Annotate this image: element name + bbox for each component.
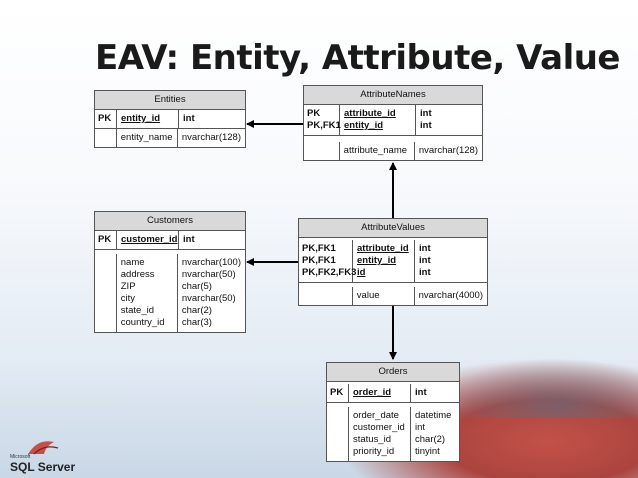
column-type: int (420, 108, 432, 119)
column-type: nvarchar(128) (181, 132, 241, 143)
column-type: tinyint (415, 446, 440, 457)
column-name: entity_id (121, 113, 161, 124)
column-name: name (120, 257, 145, 268)
column-name: attribute_name (343, 145, 408, 156)
column-type: nvarchar(50) (181, 269, 236, 280)
column-name: attribute_id (344, 108, 396, 119)
table-entities: Entities PK entity_id int entity_name nv… (94, 90, 246, 148)
attr-section: name address ZIP city state_id country_i… (95, 249, 245, 332)
key-label: PK,FK1 (302, 243, 336, 254)
attr-section: value nvarchar(4000) (299, 282, 487, 305)
column-name: city (120, 293, 135, 304)
key-label: PK,FK1 (307, 120, 341, 131)
pk-section: PK customer_id int (95, 231, 245, 249)
attr-section: entity_name nvarchar(128) (95, 128, 245, 147)
attr-section: order_date customer_id status_id priorit… (327, 402, 459, 461)
pk-section: PK order_id int (327, 382, 459, 402)
column-type: int (415, 422, 426, 433)
key-label: PK (307, 108, 321, 119)
column-type: int (415, 387, 427, 398)
column-type: datetime (415, 410, 452, 421)
sql-server-logo: Microsoft SQL Server (6, 436, 75, 476)
column-type: nvarchar(100) (181, 257, 241, 268)
column-type: char(3) (181, 317, 212, 328)
column-type: char(2) (181, 305, 212, 316)
pk-section: PK PK,FK1 attribute_id entity_id int int (304, 105, 482, 135)
logo-product: SQL Server (10, 460, 76, 474)
column-name: address (120, 269, 155, 280)
column-name: country_id (120, 317, 165, 328)
sql-server-emblem-icon (28, 441, 59, 455)
table-header: Entities (95, 91, 245, 110)
column-type: int (419, 255, 431, 266)
key-label: PK (98, 234, 112, 245)
background-car-window (438, 358, 638, 418)
column-name: ZIP (120, 281, 136, 292)
table-header: Customers (95, 212, 245, 231)
logo-brand: Microsoft (10, 454, 31, 460)
column-type: int (419, 243, 431, 254)
table-attributenames: AttributeNames PK PK,FK1 attribute_id en… (303, 85, 483, 161)
pk-section: PK,FK1 PK,FK1 PK,FK2,FK3 attribute_id en… (299, 238, 487, 282)
key-label: PK,FK1 (302, 255, 336, 266)
column-name: entity_name (120, 132, 173, 143)
column-name: state_id (120, 305, 155, 316)
column-type: char(2) (415, 434, 446, 445)
column-name: customer_id (121, 234, 178, 245)
column-name: customer_id (353, 422, 405, 433)
pk-section: PK entity_id int (95, 110, 245, 128)
column-name: entity_id (344, 120, 384, 131)
key-label: PK (98, 113, 112, 124)
column-type: nvarchar(128) (418, 145, 478, 156)
slide-title: EAV: Entity, Attribute, Value (95, 38, 620, 78)
column-name: order_date (353, 410, 399, 421)
column-name: id (357, 267, 366, 278)
column-type: int (419, 267, 431, 278)
key-label: PK,FK2,FK3 (302, 267, 357, 278)
key-label: PK (330, 387, 344, 398)
column-name: attribute_id (357, 243, 409, 254)
table-customers: Customers PK customer_id int name addres… (94, 211, 246, 333)
column-type: nvarchar(4000) (418, 290, 483, 301)
column-type: int (420, 120, 432, 131)
table-header: AttributeNames (304, 86, 482, 105)
column-name: order_id (353, 387, 392, 398)
table-header: Orders (327, 363, 459, 382)
table-orders: Orders PK order_id int order_date custom… (326, 362, 460, 462)
column-type: nvarchar(50) (181, 293, 236, 304)
column-type: int (183, 113, 195, 124)
column-name: entity_id (357, 255, 397, 266)
column-type: char(5) (181, 281, 212, 292)
column-type: int (183, 234, 195, 245)
column-name: value (356, 290, 380, 301)
column-name: priority_id (353, 446, 395, 457)
column-name: status_id (353, 434, 392, 445)
table-header: AttributeValues (299, 219, 487, 238)
attr-section: attribute_name nvarchar(128) (304, 135, 482, 160)
table-attributevalues: AttributeValues PK,FK1 PK,FK1 PK,FK2,FK3… (298, 218, 488, 306)
